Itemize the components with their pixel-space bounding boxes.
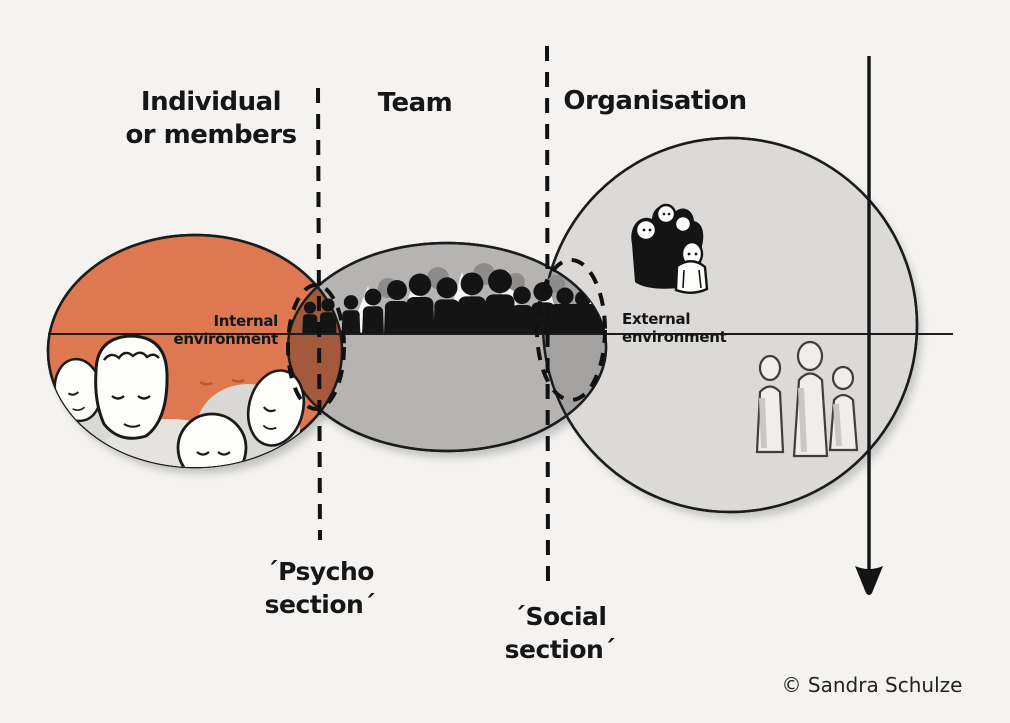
- external-environment-line1: External: [622, 310, 691, 328]
- social-overlap-dashed-ellipse: [535, 258, 607, 402]
- copyright-credit-text: © Sandra Schulze: [781, 673, 963, 697]
- social-section-label: ´Social section´: [505, 601, 616, 666]
- psycho-section-line1: ´Psycho: [266, 557, 374, 586]
- internal-environment-label: Internal environment: [173, 312, 278, 348]
- external-environment-label: External environment: [622, 310, 727, 346]
- organisation-people-trio-icon: [755, 340, 859, 458]
- copyright-credit: © Sandra Schulze: [782, 673, 963, 697]
- internal-environment-line2: environment: [173, 330, 278, 348]
- external-environment-line2: environment: [622, 328, 727, 346]
- organisation-people-group-icon: [631, 203, 709, 294]
- internal-environment-line1: Internal: [213, 312, 278, 330]
- psycho-overlap-dashed-ellipse: [286, 283, 346, 411]
- heading-team: Team: [378, 87, 453, 120]
- heading-team-text: Team: [377, 88, 453, 118]
- social-section-line2: section´: [504, 634, 616, 664]
- downward-arrow-icon: [855, 56, 883, 595]
- psycho-section-line2: section´: [264, 589, 376, 619]
- heading-individual-line2: or members: [125, 120, 297, 151]
- face-right: [246, 369, 306, 447]
- heading-organisation-text: Organisation: [563, 86, 747, 116]
- heading-organisation: Organisation: [563, 85, 747, 118]
- crowd-figures: [302, 269, 606, 334]
- heading-individual-line1: Individual: [140, 87, 282, 117]
- psycho-section-dashed-line: [316, 87, 322, 541]
- social-section-line1: ´Social: [513, 602, 607, 631]
- robed-figure: [674, 240, 709, 294]
- face-big: [94, 334, 169, 440]
- heading-individual: Individual or members: [125, 86, 297, 153]
- psycho-section-label: ´Psycho section´: [265, 556, 376, 621]
- social-section-dashed-line: [545, 45, 550, 589]
